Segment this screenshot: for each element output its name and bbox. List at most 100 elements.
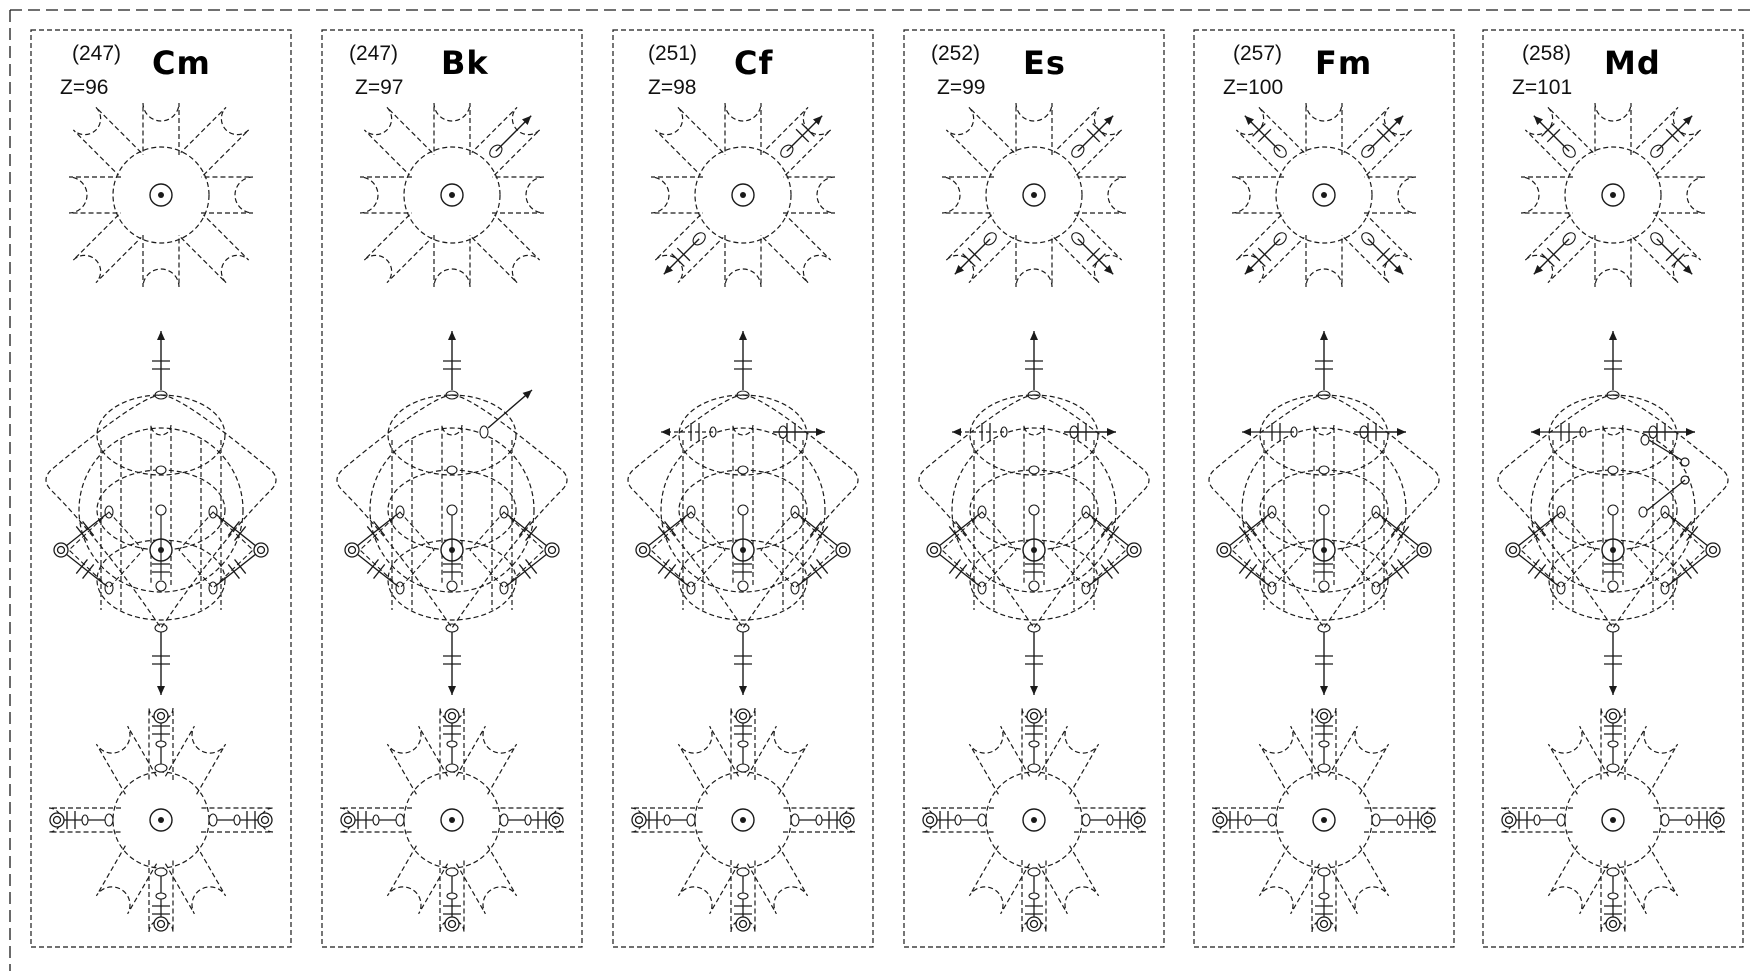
bottom-electron [791, 814, 799, 826]
inner-lobe [470, 512, 544, 588]
bottom-electron [1534, 815, 1540, 825]
bottom-electron [1082, 814, 1090, 826]
bottom-end-ring [1606, 917, 1620, 931]
side-electron [1268, 582, 1276, 594]
side-bond-tick [1246, 521, 1257, 535]
right-end-ring [1417, 543, 1431, 557]
bottom-electron [664, 815, 670, 825]
bottom-electron [82, 815, 88, 825]
down-electron [1607, 624, 1619, 632]
side-bond [1513, 550, 1561, 588]
up-arrow-head [739, 331, 747, 340]
axis-electron [738, 466, 748, 474]
bottom-end-ring [632, 813, 646, 827]
bottom-electron [1028, 764, 1040, 772]
top-main-lobe [360, 177, 412, 213]
top-diag-lobe [763, 215, 831, 283]
side-electron [105, 582, 113, 594]
right-end-ring [836, 543, 850, 557]
side-bond [213, 512, 261, 550]
top-nucleus-dot [449, 192, 455, 198]
top-main-lobe [651, 177, 703, 213]
up-arrow-head [1320, 331, 1328, 340]
axis-node [447, 581, 457, 591]
bottom-electron [1607, 868, 1619, 876]
bottom-end-ring [154, 709, 168, 723]
side-bond-tick [228, 521, 239, 535]
inner-lobe [1631, 512, 1705, 588]
mass-number: (257) [1233, 42, 1282, 66]
axis-node [1029, 505, 1039, 515]
axis-node [738, 581, 748, 591]
bottom-electron [1557, 814, 1565, 826]
atomic-number: Z=100 [1223, 76, 1283, 100]
bottom-end-ring [154, 917, 168, 931]
bottom-electron [737, 868, 749, 876]
top-diag-lobe [181, 215, 249, 283]
inner-lobe [1342, 512, 1416, 588]
bottom-diag-lobe [1038, 726, 1098, 794]
element-panel-es: (252) Z=99 Es [903, 0, 1165, 971]
bottom-electron [396, 814, 404, 826]
top-diag-lobe [364, 107, 432, 175]
side-bond-tick [1391, 521, 1402, 535]
bottom-end-ring [1027, 917, 1041, 931]
left-end-ring [345, 543, 359, 557]
bottom-end-ring [1502, 813, 1516, 827]
bottom-electron [447, 893, 457, 899]
side-bond [1376, 550, 1424, 588]
axis-node [156, 505, 166, 515]
atomic-number: Z=98 [648, 76, 696, 100]
side-bond [643, 550, 691, 588]
top-nucleus-dot [740, 192, 746, 198]
element-symbol: Cm [152, 44, 211, 82]
inner-lobe [761, 512, 835, 588]
bottom-electron [1397, 815, 1403, 825]
side-bond-tick [519, 521, 530, 535]
atomic-number: Z=99 [937, 76, 985, 100]
element-symbol: Md [1604, 44, 1661, 82]
bottom-electron [1608, 893, 1618, 899]
bottom-electron [1319, 741, 1329, 747]
element-symbol: Es [1023, 44, 1066, 82]
bottom-end-ring [1710, 813, 1724, 827]
side-bond-tick [665, 564, 676, 578]
down-arrow-head [1030, 686, 1038, 695]
down-electron [155, 624, 167, 632]
bottom-nucleus-dot [740, 817, 746, 823]
top-nucleus-dot [1610, 192, 1616, 198]
bottom-electron [1319, 893, 1329, 899]
mass-number: (258) [1522, 42, 1571, 66]
side-bond [1224, 512, 1272, 550]
right-end-ring [1127, 543, 1141, 557]
down-arrow-head [157, 686, 165, 695]
side-bond [213, 550, 261, 588]
down-arrow-head [1320, 686, 1328, 695]
top-diag-lobe [181, 107, 249, 175]
mid-electron [1641, 435, 1649, 445]
down-arrow-head [448, 686, 456, 695]
down-electron [737, 624, 749, 632]
nuclear-structure-diagram [903, 0, 1165, 971]
nuclear-structure-diagram [30, 0, 292, 971]
bottom-electron [1607, 764, 1619, 772]
bottom-end-ring [1027, 709, 1041, 723]
mass-number: (247) [72, 42, 121, 66]
bottom-electron [447, 741, 457, 747]
bottom-diag-lobe [387, 846, 447, 914]
side-bond-tick [83, 521, 94, 535]
side-bond [61, 512, 109, 550]
bottom-nucleus-dot [449, 817, 455, 823]
top-nucleus-dot [1321, 192, 1327, 198]
bottom-electron [234, 815, 240, 825]
bottom-electron [816, 815, 822, 825]
side-bond [1513, 512, 1561, 550]
side-bond-tick [956, 521, 967, 535]
top-diag-lobe [472, 215, 540, 283]
axis-node [156, 581, 166, 591]
bottom-electron [955, 815, 961, 825]
bottom-electron [446, 868, 458, 876]
upper-ellipse [388, 395, 516, 475]
element-panel-bk: (247) Z=97 Bk [321, 0, 583, 971]
side-bond [934, 512, 982, 550]
